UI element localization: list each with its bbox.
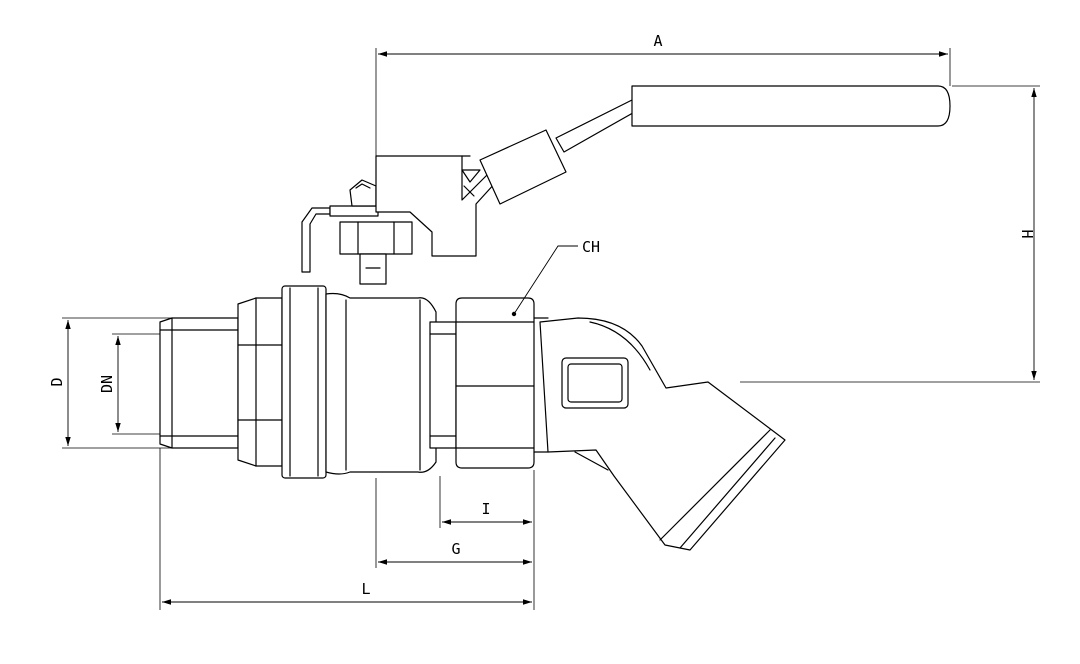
ball-body	[325, 292, 437, 475]
dim-a-label: A	[653, 32, 662, 50]
dim-h-label: H	[1018, 229, 1036, 238]
lever-housing	[375, 155, 497, 257]
body-flange	[281, 285, 327, 479]
body-neck	[429, 321, 457, 449]
lever-arm	[555, 99, 639, 153]
lever-bracket	[301, 207, 331, 273]
dim-ch-label: CH	[582, 238, 600, 256]
spout-window	[561, 357, 629, 409]
valve-body	[159, 85, 951, 551]
left-hex-nut	[237, 297, 283, 467]
dim-i-label: I	[481, 500, 490, 518]
dim-l-label: L	[361, 580, 370, 598]
stem-hex-nut	[339, 221, 413, 255]
outlet-spout	[539, 317, 786, 551]
union-nut	[455, 297, 535, 469]
dim-d-label: D	[48, 377, 66, 386]
dim-ch-leader	[513, 245, 578, 315]
dim-g-label: G	[451, 540, 460, 558]
dimensions: A H CH D DN I G L	[48, 32, 1040, 610]
lever-sleeve	[479, 129, 567, 205]
lever-grip	[631, 85, 951, 127]
dim-dn-label: DN	[98, 375, 116, 393]
